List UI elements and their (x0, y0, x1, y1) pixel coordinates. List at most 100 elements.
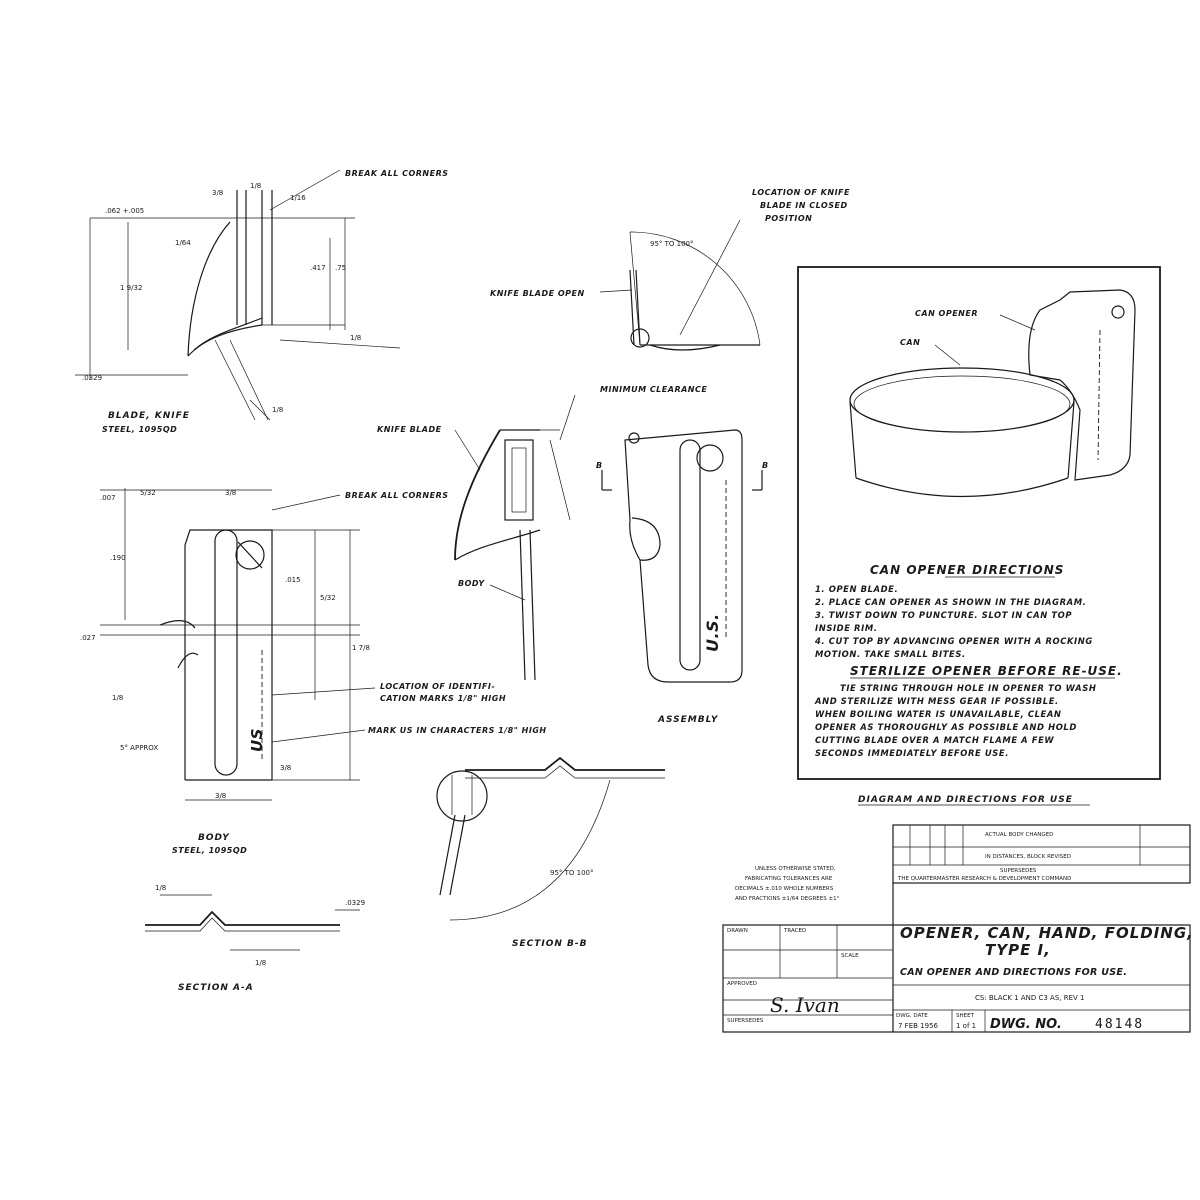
svg-text:1 9/32: 1 9/32 (120, 284, 142, 292)
svg-text:3/8: 3/8 (280, 764, 291, 772)
sterilize-line: WHEN BOILING WATER IS UNAVAILABLE, CLEAN (815, 709, 1062, 719)
location-note-line1: LOCATION OF KNIFE (752, 188, 850, 197)
traced-label: TRACED (783, 928, 806, 934)
sheet-value: 1 of 1 (956, 1022, 976, 1030)
sterilize-line: TIE STRING THROUGH HOLE IN OPENER TO WAS… (840, 683, 1097, 693)
drawn-label: DRAWN (727, 928, 748, 934)
diagram-caption: DIAGRAM AND DIRECTIONS FOR USE (858, 795, 1073, 805)
svg-text:IN DISTANCES, BLOCK REVISED: IN DISTANCES, BLOCK REVISED (985, 854, 1071, 860)
drawing-title-line1: OPENER, CAN, HAND, FOLDING, (900, 924, 1194, 942)
direction-line: 2. PLACE CAN OPENER AS SHOWN IN THE DIAG… (815, 597, 1086, 607)
section-aa-view: 1/8 1/8 .0329 SECTION A-A (145, 884, 365, 993)
tolerance-line: DECIMALS ±.010 WHOLE NUMBERS (735, 886, 834, 892)
location-note-line2: BLADE IN CLOSED (760, 201, 848, 210)
sterilize-title: STERILIZE OPENER BEFORE RE-USE. (850, 664, 1123, 678)
svg-text:.0329: .0329 (345, 899, 365, 907)
approved-label: APPROVED (727, 981, 757, 987)
sterilize-line: AND STERILIZE WITH MESS GEAR IF POSSIBLE… (814, 696, 1059, 706)
svg-text:1/64: 1/64 (175, 239, 191, 247)
svg-text:3/8: 3/8 (212, 189, 223, 197)
svg-text:THE QUARTERMASTER RESEARCH & D: THE QUARTERMASTER RESEARCH & DEVELOPMENT… (897, 876, 1071, 882)
assembly-view: B B U.S. ASSEMBLY (596, 429, 769, 725)
tolerance-line: FABRICATING TOLERANCES ARE (745, 876, 833, 882)
approval-signature: S. Ivan (770, 993, 840, 1017)
section-bb-view: 95° TO 100° SECTION B-B (436, 756, 665, 949)
svg-text:1/16: 1/16 (290, 194, 306, 202)
direction-line: 1. OPEN BLADE. (815, 584, 898, 594)
svg-text:.015: .015 (285, 576, 301, 584)
svg-text:1/8: 1/8 (272, 406, 283, 414)
location-note-line3: POSITION (765, 214, 812, 223)
svg-text:3/8: 3/8 (225, 489, 236, 497)
svg-text:.027: .027 (80, 634, 96, 642)
direction-line: MOTION. TAKE SMALL BITES. (815, 649, 966, 659)
supersedes-label: SUPERSEDES (727, 1018, 764, 1024)
knife-blade-open-label: KNIFE BLADE OPEN (490, 289, 585, 298)
sheet-label: SHEET (956, 1013, 975, 1019)
svg-text:.0329: .0329 (82, 374, 102, 382)
break-corners-note-body: BREAK ALL CORNERS (345, 491, 448, 500)
svg-text:1/8: 1/8 (350, 334, 361, 342)
section-mark-b-left: B (596, 461, 603, 470)
svg-text:.417: .417 (310, 264, 326, 272)
svg-text:1/8: 1/8 (155, 884, 166, 892)
direction-line: 4. CUT TOP BY ADVANCING OPENER WITH A RO… (814, 636, 1093, 646)
knife-open-view: 95° TO 100° LOCATION OF KNIFE BLADE IN C… (490, 188, 850, 351)
sterilize-line: OPENER AS THOROUGHLY AS POSSIBLE AND HOL… (815, 722, 1077, 732)
dwg-date: 7 FEB 1956 (898, 1022, 939, 1030)
svg-text:3/8: 3/8 (215, 792, 226, 800)
can-label: CAN (900, 338, 920, 347)
svg-text:.190: .190 (110, 554, 126, 562)
drawing-title-line2: TYPE I, (985, 941, 1051, 959)
svg-text:SUPERSEDES: SUPERSEDES (1000, 868, 1037, 874)
id-location-line2: CATION MARKS 1/8" HIGH (380, 694, 506, 703)
can-opener-label: CAN OPENER (915, 309, 978, 318)
svg-text:1/8: 1/8 (255, 959, 266, 967)
sterilize-line: CUTTING BLADE OVER A MATCH FLAME A FEW (815, 735, 1054, 745)
svg-text:95° TO 100°: 95° TO 100° (650, 240, 694, 248)
section-bb-caption: SECTION B-B (512, 939, 588, 949)
id-location-line1: LOCATION OF IDENTIFI- (380, 682, 495, 691)
svg-text:.007: .007 (100, 494, 116, 502)
svg-text:1/8: 1/8 (112, 694, 123, 702)
minimum-clearance-label: MINIMUM CLEARANCE (600, 385, 707, 394)
dwg-date-label: DWG. DATE (896, 1013, 928, 1019)
direction-line: 3. TWIST DOWN TO PUNCTURE. SLOT IN CAN T… (815, 610, 1072, 620)
title-block: ACTUAL BODY CHANGED IN DISTANCES, BLOCK … (722, 824, 1194, 1033)
dwg-number: 48148 (1095, 1017, 1144, 1032)
svg-text:5° APPROX: 5° APPROX (120, 744, 158, 752)
blade-knife-view: .062 +.005 3/8 1/8 1/16 1/64 1 9/32 .417… (75, 169, 448, 434)
usage-diagram-box: CAN OPENER CAN CAN OPENER DIRECTIONS 1. … (797, 266, 1161, 806)
section-aa-caption: SECTION A-A (178, 983, 254, 993)
section-mark-b-right: B (762, 461, 769, 470)
svg-text:1/8: 1/8 (250, 182, 261, 190)
svg-text:.75: .75 (335, 264, 346, 272)
assembly-us-mark: U.S. (703, 613, 722, 652)
body-view: .007 5/32 3/8 .190 .015 5/32 1 7/8 .027 … (80, 488, 547, 855)
revision-note: CS: BLACK 1 AND C3 AS, REV 1 (975, 994, 1084, 1002)
svg-text:5/32: 5/32 (140, 489, 156, 497)
svg-text:ACTUAL BODY CHANGED: ACTUAL BODY CHANGED (985, 832, 1053, 838)
drawing-title-line3: CAN OPENER AND DIRECTIONS FOR USE. (900, 967, 1127, 978)
break-corners-note-blade: BREAK ALL CORNERS (345, 169, 448, 178)
body-material: STEEL, 1095QD (172, 846, 247, 855)
body-caption: BODY (198, 833, 230, 843)
svg-text:5/32: 5/32 (320, 594, 336, 602)
sterilize-line: SECONDS IMMEDIATELY BEFORE USE. (815, 748, 1009, 758)
svg-text:.062 +.005: .062 +.005 (105, 207, 144, 215)
knife-blade-label: KNIFE BLADE (377, 425, 442, 434)
tolerance-line: UNLESS OTHERWISE STATED, (755, 866, 836, 872)
mark-us-note: MARK US IN CHARACTERS 1/8" HIGH (368, 726, 547, 735)
svg-text:1 7/8: 1 7/8 (352, 644, 370, 652)
scale-label: SCALE (841, 953, 859, 959)
svg-text:95° TO 100°: 95° TO 100° (550, 869, 594, 877)
blade-material: STEEL, 1095QD (102, 425, 177, 434)
assembly-caption: ASSEMBLY (657, 715, 719, 725)
dwg-no-label: DWG. NO. (990, 1017, 1062, 1032)
body-label-center: BODY (458, 579, 485, 588)
body-us-mark: US (248, 728, 266, 752)
direction-line: INSIDE RIM. (815, 623, 878, 633)
blade-caption: BLADE, KNIFE (108, 411, 190, 421)
clearance-view: KNIFE BLADE MINIMUM CLEARANCE BODY (377, 385, 707, 681)
directions-title: CAN OPENER DIRECTIONS (870, 563, 1064, 577)
